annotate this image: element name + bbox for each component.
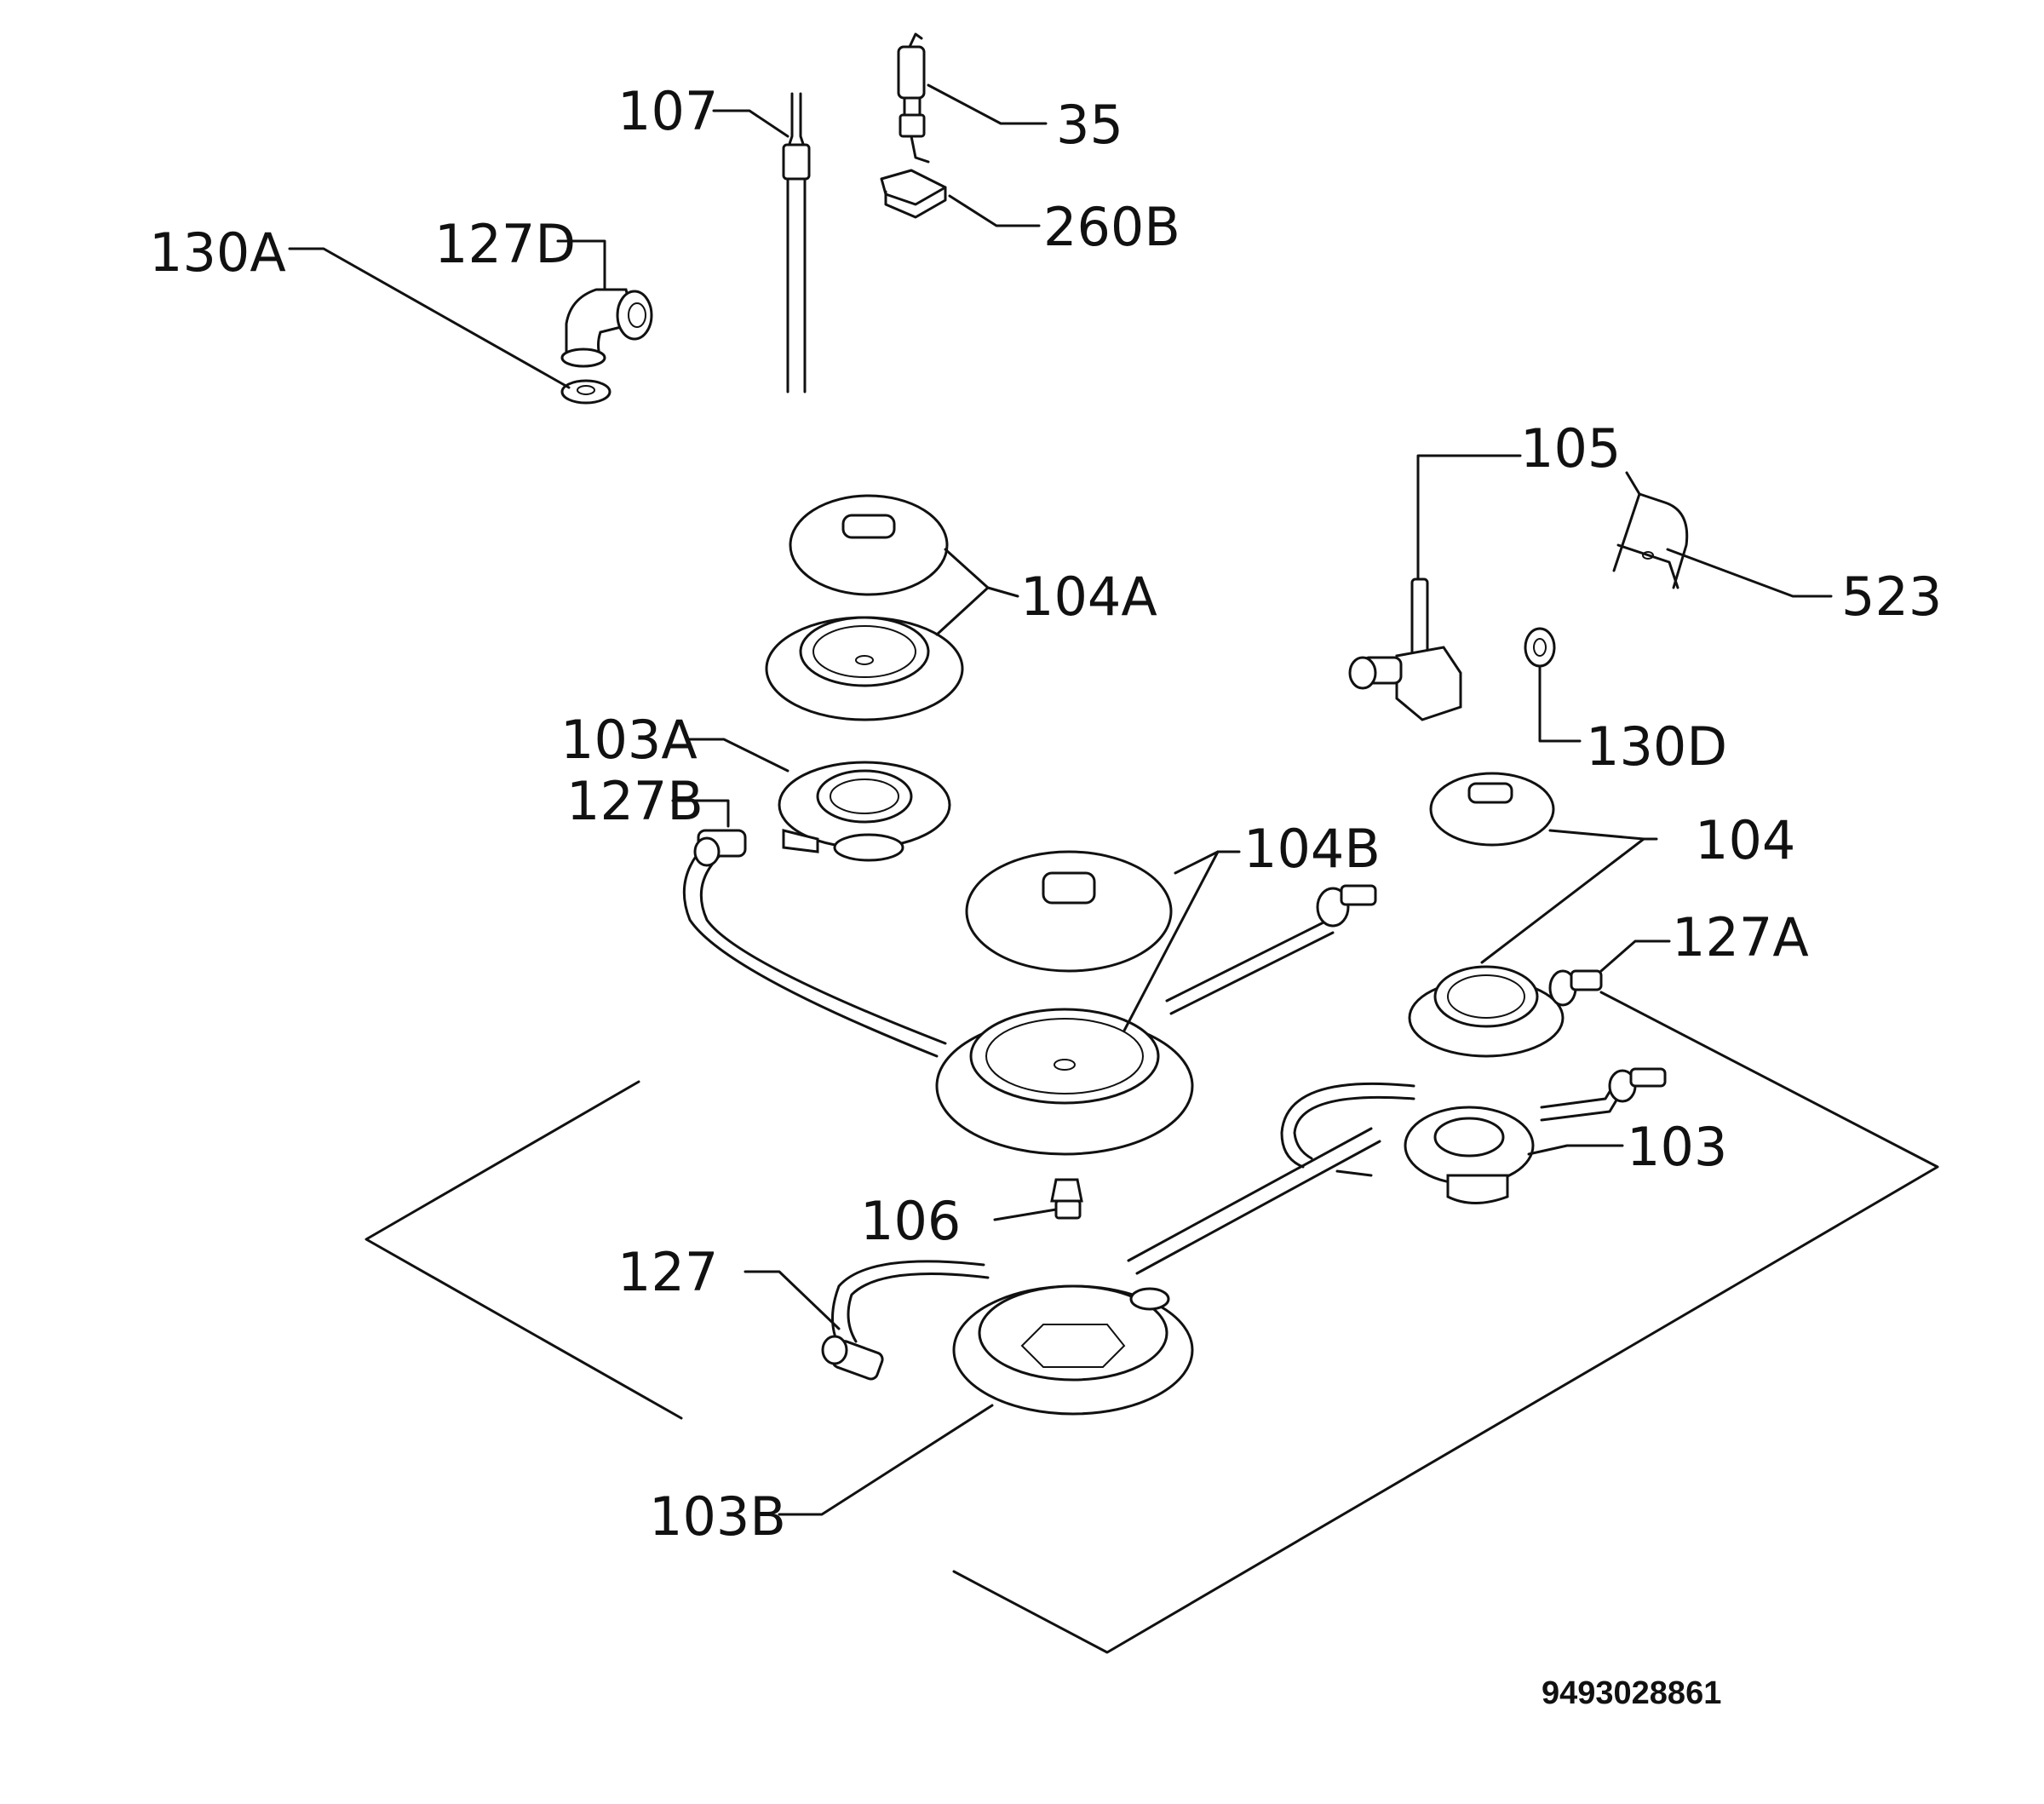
document-number: 9493028861 — [1542, 1675, 1721, 1711]
label-127d: 127D — [434, 213, 576, 275]
burner-crown-104 — [1408, 965, 1565, 1058]
leader-lines — [288, 83, 1833, 1516]
hob-outline — [365, 991, 1939, 1654]
label-104: 104 — [1695, 809, 1795, 871]
burner-crown-104a — [765, 616, 964, 721]
label-103: 103 — [1627, 1116, 1727, 1178]
label-127: 127 — [617, 1241, 718, 1303]
burner-base-103b — [952, 1284, 1194, 1416]
label-127a: 127A — [1672, 906, 1809, 968]
elbow-127d — [560, 288, 653, 368]
label-105: 105 — [1520, 417, 1621, 480]
thermocouple-107 — [782, 92, 811, 394]
ignition-electrode-35 — [897, 32, 930, 164]
label-104b: 104B — [1243, 818, 1381, 880]
burner-cap-104a — [789, 494, 949, 596]
burner-cap-104b — [965, 850, 1173, 973]
injector-106 — [1050, 1178, 1083, 1220]
burner-cap-104 — [1429, 772, 1555, 847]
fitting-127a — [1548, 969, 1603, 1007]
label-103a: 103A — [560, 709, 698, 771]
gas-valve-105 — [1348, 577, 1462, 721]
burner-base-103a — [778, 761, 951, 862]
label-107: 107 — [617, 80, 718, 142]
label-104a: 104A — [1020, 566, 1157, 628]
label-523: 523 — [1841, 566, 1942, 628]
burner-crown-104b — [935, 1008, 1194, 1156]
bracket-523 — [1612, 471, 1689, 589]
burner-base-103 — [1280, 1067, 1667, 1204]
label-103b: 103B — [649, 1485, 786, 1548]
washer-130a — [560, 379, 611, 405]
label-106: 106 — [860, 1190, 961, 1252]
label-130d: 130D — [1586, 715, 1727, 778]
label-130a: 130A — [149, 221, 286, 284]
gas-pipe-rear — [1165, 884, 1377, 1015]
gas-pipe-long — [1127, 1127, 1381, 1275]
clip-260b — [880, 169, 947, 219]
label-35: 35 — [1056, 94, 1123, 156]
label-260b: 260B — [1043, 196, 1180, 258]
label-127b: 127B — [566, 770, 703, 832]
gas-pipe-127b — [682, 829, 947, 1058]
washer-130d — [1524, 627, 1556, 668]
